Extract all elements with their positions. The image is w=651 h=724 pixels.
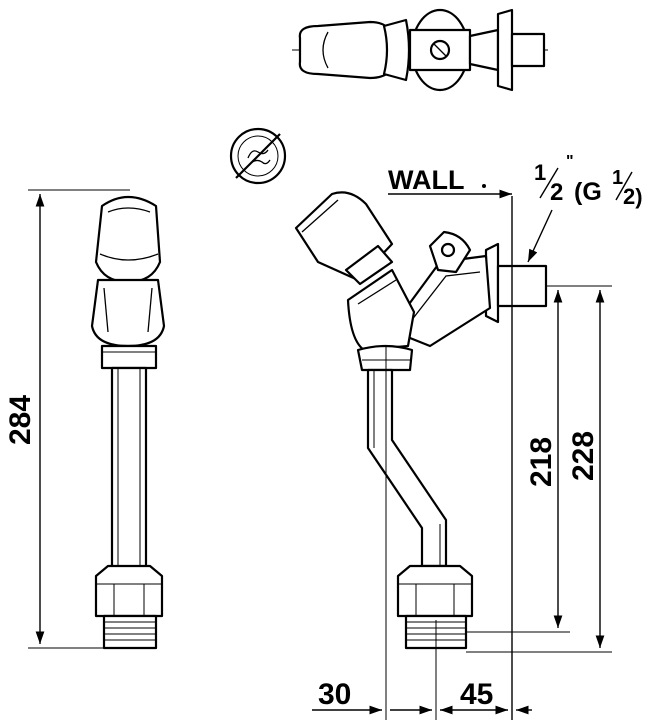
dimension-label-45: 45	[460, 678, 493, 711]
thread-whole-1: 1	[534, 160, 546, 185]
thread-g-open: (G	[574, 178, 602, 206]
wall-label: WALL	[388, 165, 464, 195]
wall-line	[385, 196, 513, 720]
thread-whole-2: 1	[612, 167, 623, 189]
thread-denominator-2: 2)	[623, 184, 643, 209]
front-view	[90, 195, 166, 650]
dimension-label-228: 228	[567, 431, 600, 481]
no-water-symbol-icon	[229, 127, 287, 185]
wall-annotation: WALL	[388, 165, 512, 199]
dimension-228: 228	[466, 285, 612, 653]
side-view	[294, 191, 548, 650]
dimension-284: 284	[4, 189, 130, 649]
dimension-label-30: 30	[318, 678, 351, 711]
dimension-45: 45	[390, 678, 532, 715]
thread-annotation: 1 2 " (G 1 2)	[527, 153, 643, 263]
top-view	[292, 8, 548, 92]
thread-inch-mark: "	[566, 153, 574, 170]
dimension-label-284: 284	[4, 395, 37, 445]
thread-denominator-1: 2	[550, 179, 563, 206]
dimension-218: 218	[466, 285, 570, 633]
dimension-30: 30	[312, 678, 382, 715]
dimension-label-218: 218	[525, 437, 558, 487]
